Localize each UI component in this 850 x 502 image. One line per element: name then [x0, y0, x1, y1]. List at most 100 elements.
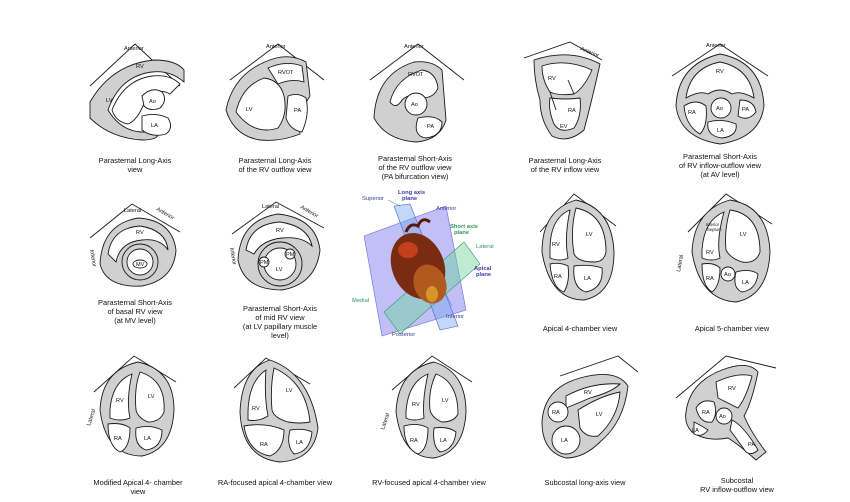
- caption-line: view: [130, 487, 146, 496]
- label-la: LA: [144, 436, 151, 442]
- label-ra: RA: [568, 108, 576, 114]
- label-rvot: RVOT: [278, 70, 294, 76]
- caption-line: of the RV outflow view: [378, 163, 452, 172]
- diagram-parasternal-rv-outflow: Anterior RVOT LV PA: [225, 43, 325, 141]
- caption-line: RA-focused apical 4-chamber view: [217, 478, 333, 487]
- label-inferior-septum-line2: Septum: [707, 227, 722, 232]
- caption-line: Modified Apical 4- chamber: [93, 478, 183, 487]
- label-ao: Ao: [724, 272, 731, 278]
- label-lateral: Lateral: [676, 254, 685, 272]
- label-ao: Ao: [411, 102, 418, 108]
- caption-subcostal-rv-inflow-outflow: Subcostal RV inflow-outflow view: [666, 476, 808, 494]
- caption-line: of basal RV view: [107, 307, 163, 316]
- caption-line: Parasternal Long-Axis: [98, 156, 172, 165]
- label-rv: RV: [116, 398, 124, 404]
- label-ra: RA: [552, 410, 560, 416]
- caption-parasternal-long-axis: Parasternal Long-Axis view: [80, 156, 190, 174]
- caption-parasternal-short-inflow-outflow: Parasternal Short-Axis of RV inflow-outf…: [660, 152, 780, 179]
- label-lv: LV: [442, 398, 449, 404]
- caption-ra-focused-apical-4-chamber: RA-focused apical 4-chamber view: [210, 478, 340, 487]
- caption-line: (at AV level): [700, 170, 740, 179]
- label-rvot: RVOT: [408, 72, 424, 78]
- label-pa: PA: [427, 124, 434, 130]
- label-short-axis-line1: Short axis: [450, 224, 478, 230]
- caption-line: (at MV level): [114, 316, 156, 325]
- label-inferior: Inferior: [88, 249, 97, 267]
- caption-line: view: [127, 165, 143, 174]
- view-parasternal-short-rv-outflow: Anterior RVOT Ao PA Parasternal Short-Ax…: [360, 40, 470, 190]
- diagram-subcostal-long-axis: RV RA LV LA: [541, 355, 639, 459]
- label-rv: RV: [412, 402, 420, 408]
- label-ra: RA: [114, 436, 122, 442]
- label-anterior: Anterior: [404, 44, 424, 50]
- view-subcostal-long-axis: RV RA LV LA Subcostal long-axis view: [520, 352, 650, 500]
- label-lv: LV: [276, 267, 283, 273]
- label-lateral: Lateral: [86, 408, 97, 426]
- view-rv-focused-apical-4-chamber: Lateral RV LV RA LA RV-focused apical 4-…: [362, 352, 496, 500]
- caption-parasternal-short-mid-rv: Parasternal Short-Axis of mid RV view (a…: [220, 304, 340, 340]
- caption-modified-apical-4-chamber: Modified Apical 4- chamber view: [74, 478, 202, 496]
- caption-line: Parasternal Short-Axis: [243, 304, 317, 313]
- label-rv: RV: [136, 64, 144, 70]
- view-parasternal-rv-outflow: Anterior RVOT LV PA Parasternal Long-Axi…: [220, 40, 330, 180]
- label-apical-line2: plane: [476, 272, 492, 278]
- caption-line: of the RV outflow view: [238, 165, 312, 174]
- label-lv: LV: [586, 232, 593, 238]
- label-long-axis-line1: Long axis: [398, 190, 425, 196]
- label-anterior: Anterior: [299, 205, 319, 220]
- diagram-parasternal-short-mid-rv: Lateral Anterior Inferior RV LV PM PM: [228, 201, 325, 291]
- caption-line: RV inflow-outflow view: [700, 485, 774, 494]
- label-anterior: Anterior: [266, 44, 286, 50]
- label-ao: Ao: [716, 106, 723, 112]
- caption-line: RV-focused apical 4-chamber view: [372, 478, 486, 487]
- view-parasternal-short-inflow-outflow: Anterior RV RA Ao PA LA Parasternal Shor…: [660, 40, 780, 190]
- label-ra: RA: [706, 276, 714, 282]
- label-lv: LV: [246, 107, 253, 113]
- label-la: LA: [584, 276, 591, 282]
- label-lateral: Lateral: [476, 244, 494, 250]
- caption-line: Apical 4-chamber view: [542, 324, 618, 333]
- label-pa: PA: [294, 108, 301, 114]
- label-la: LA: [717, 128, 724, 134]
- label-lv: LV: [596, 412, 603, 418]
- view-modified-apical-4-chamber: Lateral RV LV RA LA Modified Apical 4- c…: [78, 352, 198, 500]
- caption-line: of the RV inflow view: [530, 165, 600, 174]
- label-ra: RA: [554, 274, 562, 280]
- caption-line: Parasternal Short-Axis: [378, 154, 452, 163]
- label-ao: Ao: [719, 414, 726, 420]
- caption-line: (at LV papillary muscle: [242, 322, 318, 331]
- label-rv: RV: [136, 230, 144, 236]
- label-la: LA: [296, 440, 303, 446]
- label-rv: RV: [584, 390, 592, 396]
- diagram-parasternal-rv-inflow: Anterior RV RA EV: [523, 41, 603, 140]
- caption-subcostal-long-axis: Subcostal long-axis view: [520, 478, 650, 487]
- view-parasternal-long-axis: Anterior RV LV Ao LA Parasternal Long-Ax…: [80, 40, 190, 180]
- caption-apical-4-chamber: Apical 4-chamber view: [520, 324, 640, 333]
- label-medial: Medial: [352, 298, 369, 304]
- label-inferior-septum-line1: Inferior: [706, 222, 720, 227]
- diagram-ra-focused-apical-4-chamber: LV RV RA LA: [233, 357, 319, 463]
- label-ev: EV: [560, 124, 568, 130]
- diagram-subcostal-rv-inflow-outflow: RV RA LA Ao PA: [675, 355, 777, 461]
- label-superior: Superior: [362, 196, 384, 202]
- diagram-parasternal-short-rv-outflow: Anterior RVOT Ao PA: [369, 43, 465, 143]
- label-anterior: Anterior: [124, 46, 144, 52]
- label-posterior: Posterior: [392, 332, 415, 338]
- caption-line: Parasternal Short-Axis: [683, 152, 757, 161]
- view-subcostal-rv-inflow-outflow: RV RA LA Ao PA Subcostal RV inflow-outfl…: [672, 352, 802, 500]
- label-la: LA: [742, 280, 749, 286]
- diagram-parasternal-short-inflow-outflow: Anterior RV RA Ao PA LA: [671, 43, 769, 145]
- label-ao: Ao: [149, 99, 156, 105]
- diagram-parasternal-long-axis: Anterior RV LV Ao LA: [89, 43, 185, 141]
- caption-line: Parasternal Long-Axis: [528, 156, 602, 165]
- label-lv: LV: [148, 394, 155, 400]
- label-inferior: Inferior: [228, 247, 237, 265]
- caption-line: level): [271, 331, 289, 340]
- caption-line: (PA bifurcation view): [381, 172, 449, 181]
